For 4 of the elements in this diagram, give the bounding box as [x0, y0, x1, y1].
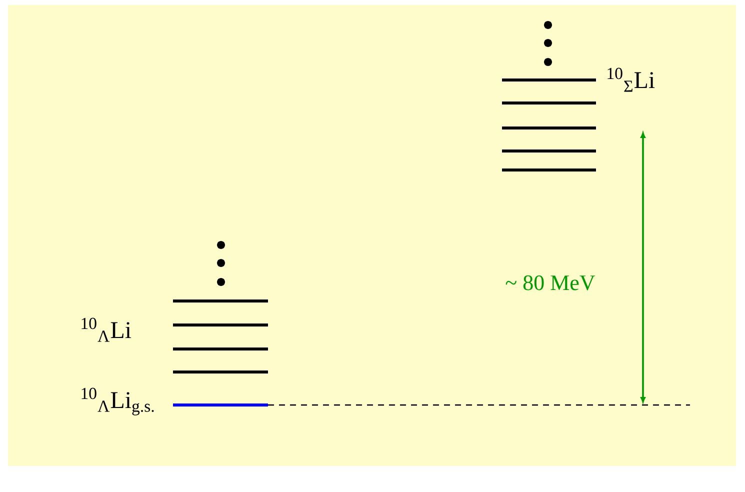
- level-label: 10$_{Σ}$Li: [608, 68, 655, 92]
- level-label: ~ 80 MeV: [506, 275, 596, 290]
- level-label: 10$_{Λ}$Li: [82, 318, 132, 342]
- level-label: 10$_{Λ}$Li$_{g.s.}$: [82, 388, 154, 416]
